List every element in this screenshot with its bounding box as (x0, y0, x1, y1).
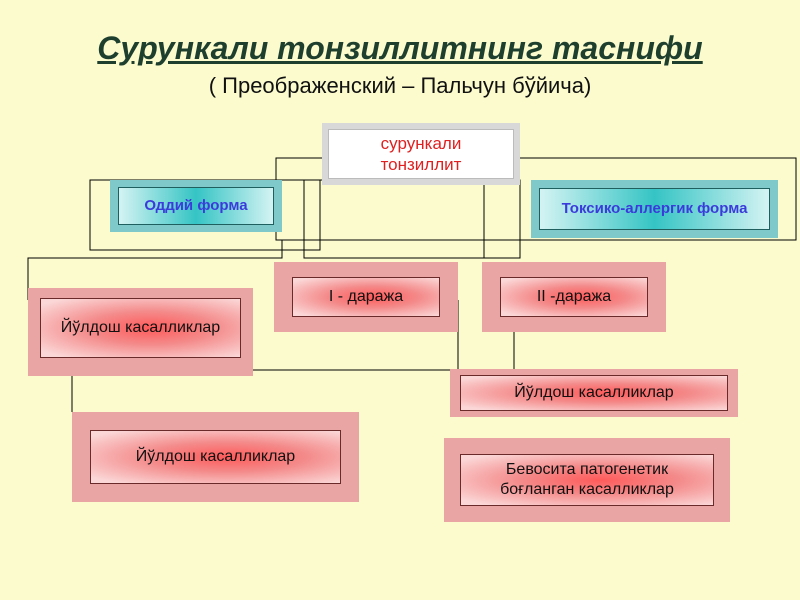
degree-2-node: II -даража (482, 262, 666, 332)
pathogenetic-diseases-node: Бевосита патогенетик боғланган касалликл… (444, 438, 730, 522)
comorbid-diseases-middle-label: Йўлдош касалликлар (460, 375, 728, 411)
comorbid-diseases-lower-label: Йўлдош касалликлар (90, 430, 341, 484)
connector-left-branch (27, 240, 283, 300)
page-subtitle: ( Преображенский – Пальчун бўйича) (208, 73, 592, 98)
comorbid-diseases-left-node: Йўлдош касалликлар (28, 288, 253, 376)
root-node-label: сурункали тонзиллит (328, 129, 514, 179)
connector-degree1-down (71, 300, 459, 412)
simple-form-label: Оддий форма (118, 187, 274, 225)
root-node: сурункали тонзиллит (322, 123, 520, 185)
toxic-allergic-form-node: Токсико-аллергик форма (531, 180, 778, 238)
connector-frame-inner (483, 179, 521, 259)
comorbid-diseases-lower-node: Йўлдош касалликлар (72, 412, 359, 502)
toxic-allergic-form-label: Токсико-аллергик форма (539, 188, 770, 230)
page-title: Сурункали тонзиллитнинг таснифи (97, 30, 703, 66)
degree-2-label: II -даража (500, 277, 648, 317)
simple-form-node: Оддий форма (110, 180, 282, 232)
degree-1-label: I - даража (292, 277, 440, 317)
comorbid-diseases-middle-node: Йўлдош касалликлар (450, 369, 738, 417)
degree-1-node: I - даража (274, 262, 458, 332)
pathogenetic-diseases-label: Бевосита патогенетик боғланган касалликл… (460, 454, 714, 506)
comorbid-diseases-left-label: Йўлдош касалликлар (40, 298, 241, 358)
connector-frame-center (303, 179, 521, 259)
